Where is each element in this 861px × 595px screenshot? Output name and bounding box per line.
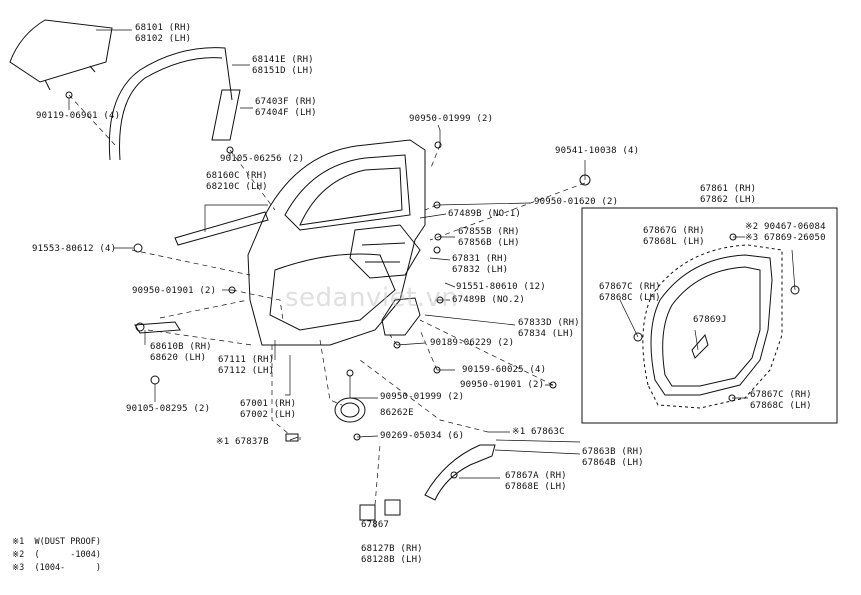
part-67862: 67862 (LH) (700, 195, 757, 205)
part-90105-06256: 90105-06256 (2) (220, 154, 305, 164)
part-67489b-no1: 67489B (NO.1) (448, 209, 522, 219)
footnote-2: ※2 ( -1004) (12, 550, 102, 560)
part-67111: 67111 (RH) (218, 355, 275, 365)
part-68102: 68102 (LH) (135, 34, 192, 44)
weatherstrip-box (581, 207, 838, 424)
label-67867c-top: 67867C (RH) 67868C (LH) (599, 282, 661, 304)
part-67001: 67001 (RH) (240, 399, 297, 409)
part-67403f: 67403F (RH) (255, 97, 317, 107)
label-clip-notes: ※2 90467-06084 ※3 67869-26050 (745, 222, 826, 244)
part-90541: 90541-10038 (4) (555, 146, 640, 156)
lock-assy (349, 224, 421, 279)
label-67831: 67831 (RH) 67832 (LH) (452, 254, 508, 276)
part-67002: 67002 (LH) (240, 410, 297, 420)
part-67867a: 67867A (RH) (505, 471, 567, 481)
label-weatherstrip: 67861 (RH) 67862 (LH) (700, 184, 756, 206)
part-67112: 67112 (LH) (218, 366, 275, 376)
part-67868c-a: 67868C (LH) (599, 293, 661, 303)
part-90950-01901-left: 90950-01901 (2) (132, 286, 217, 296)
part-67855b: 67855B (RH) (458, 227, 520, 237)
part-90159: 90159-60025 (4) (462, 365, 547, 375)
label-68127: 68127B (RH) 68128B (LH) (361, 544, 423, 566)
part-67863b: 67863B (RH) (582, 447, 644, 457)
footnote-3: ※3 (1004- ) (12, 563, 102, 573)
part-68127b: 68127B (RH) (361, 544, 423, 554)
part-67868c-b: 67868C (LH) (750, 401, 812, 411)
label-glass: 68101 (RH) 68102 (LH) (135, 23, 191, 45)
speaker (334, 397, 366, 423)
label-67867c-bottom: 67867C (RH) 67868C (LH) (750, 390, 812, 412)
label-belt-moulding: 68160C (RH) 68210C (LH) (206, 171, 268, 193)
part-90269: 90269-05034 (6) (380, 431, 465, 441)
glass-run (108, 47, 233, 161)
part-68610b: 68610B (RH) (150, 342, 212, 352)
part-90189: 90189-06229 (2) (430, 338, 515, 348)
division-bar (211, 89, 241, 141)
part-90950-01901-right: 90950-01901 (2) (460, 380, 545, 390)
part-90105-08295: 90105-08295 (2) (126, 404, 211, 414)
label-67867a: 67867A (RH) 67868E (LH) (505, 471, 567, 493)
label-door-panel: 67001 (RH) 67002 (LH) (240, 399, 296, 421)
label-glass-run: 68141E (RH) 68151D (LH) (252, 55, 314, 77)
label-67867g: 67867G (RH) 67868L (LH) (643, 226, 705, 248)
part-67861: 67861 (RH) (700, 184, 757, 194)
part-67864b: 67864B (LH) (582, 458, 644, 468)
label-door-check: 68610B (RH) 68620 (LH) (150, 342, 212, 364)
bracket (359, 499, 401, 521)
part-68210c: 68210C (LH) (206, 182, 268, 192)
part-67856b: 67856B (LH) (458, 238, 520, 248)
part-90467: ※2 90467-06084 (745, 222, 826, 232)
label-division-bar: 67403F (RH) 67404F (LH) (255, 97, 317, 119)
label-67111: 67111 (RH) 67112 (LH) (218, 355, 274, 377)
belt-moulding (174, 211, 269, 246)
part-67834: 67834 (LH) (518, 329, 575, 339)
lower-seal (424, 444, 496, 501)
part-67867g: 67867G (RH) (643, 226, 705, 236)
part-91553: 91553-80612 (4) (32, 244, 117, 254)
part-68160c: 68160C (RH) (206, 171, 268, 181)
part-67833d: 67833D (RH) (518, 318, 580, 328)
part-67404f: 67404F (LH) (255, 108, 317, 118)
part-68141e: 68141E (RH) (252, 55, 314, 65)
part-67867: 67867 (361, 520, 390, 530)
label-67855: 67855B (RH) 67856B (LH) (458, 227, 520, 249)
part-67867c-b: 67867C (RH) (750, 390, 812, 400)
part-67868l: 67868L (LH) (643, 237, 705, 247)
part-90950-01620: 90950-01620 (2) (534, 197, 619, 207)
weatherstrip (650, 254, 773, 396)
part-68620: 68620 (LH) (150, 353, 207, 363)
part-68151d: 68151D (LH) (252, 66, 314, 76)
part-67869-26050: ※3 67869-26050 (745, 233, 826, 243)
label-inside-handle: 67833D (RH) 67834 (LH) (518, 318, 580, 340)
part-90119: 90119-06961 (4) (36, 111, 121, 121)
part-67832: 67832 (LH) (452, 265, 509, 275)
part-67868e: 67868E (LH) (505, 482, 567, 492)
door-glass (9, 19, 113, 83)
part-90950-01999-top: 90950-01999 (2) (409, 114, 494, 124)
inside-handle (381, 297, 421, 336)
label-67863b: 67863B (RH) 67864B (LH) (582, 447, 644, 469)
part-67831: 67831 (RH) (452, 254, 509, 264)
part-86262e: 86262E (380, 408, 414, 418)
part-67489b-no2: 67489B (NO.2) (452, 295, 526, 305)
part-68101: 68101 (RH) (135, 23, 192, 33)
door-shell (247, 139, 426, 346)
part-67863c: ※1 67863C (512, 427, 565, 437)
part-67837b: ※1 67837B (216, 437, 269, 447)
part-67869j: 67869J (693, 315, 727, 325)
watermark: sedanviet.vn (285, 283, 459, 313)
part-91551: 91551-80610 (12) (456, 282, 546, 292)
part-90950-01999-bottom: 90950-01999 (2) (380, 392, 465, 402)
footnote-1: ※1 W(DUST PROOF) (12, 537, 102, 547)
part-68128b: 68128B (LH) (361, 555, 423, 565)
part-67867c-a: 67867C (RH) (599, 282, 661, 292)
